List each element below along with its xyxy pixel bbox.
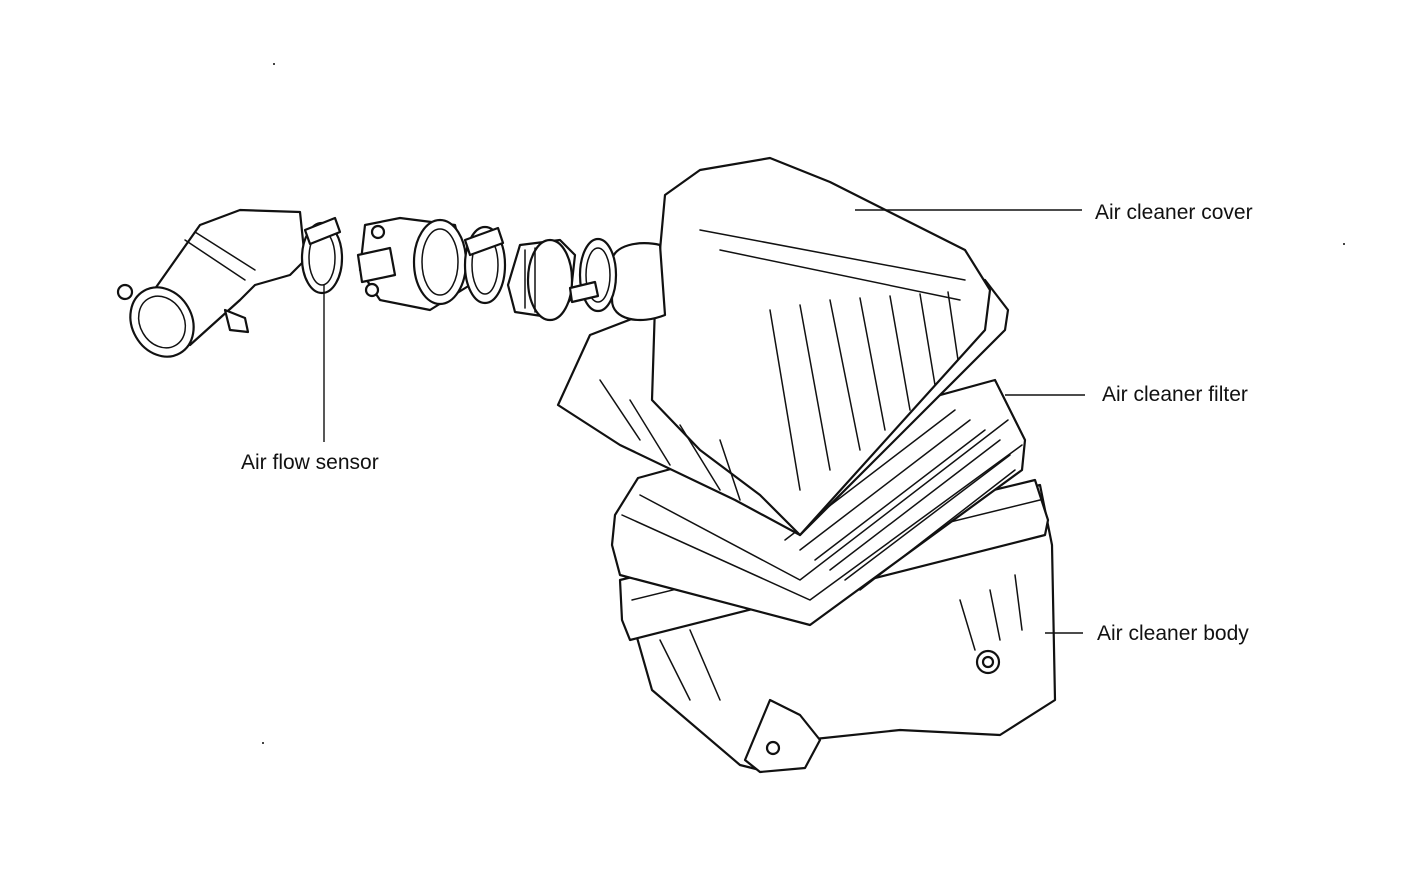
intake-elbow-part xyxy=(116,208,307,358)
hose-clamp-1-part xyxy=(300,216,344,295)
speck xyxy=(1343,243,1345,245)
air-flow-sensor-part xyxy=(356,216,472,312)
label-air-flow-sensor: Air flow sensor xyxy=(241,451,379,474)
speck xyxy=(273,63,275,65)
intake-hose-part xyxy=(506,238,577,322)
label-air-cleaner-cover: Air cleaner cover xyxy=(1095,201,1253,224)
air-cleaner-cover-part xyxy=(556,156,1010,537)
label-air-cleaner-body: Air cleaner body xyxy=(1097,622,1249,645)
speck xyxy=(262,742,264,744)
hose-clamp-2-part xyxy=(463,225,507,305)
hose-clamp-3-part xyxy=(568,237,618,313)
label-air-cleaner-filter: Air cleaner filter xyxy=(1102,383,1248,406)
